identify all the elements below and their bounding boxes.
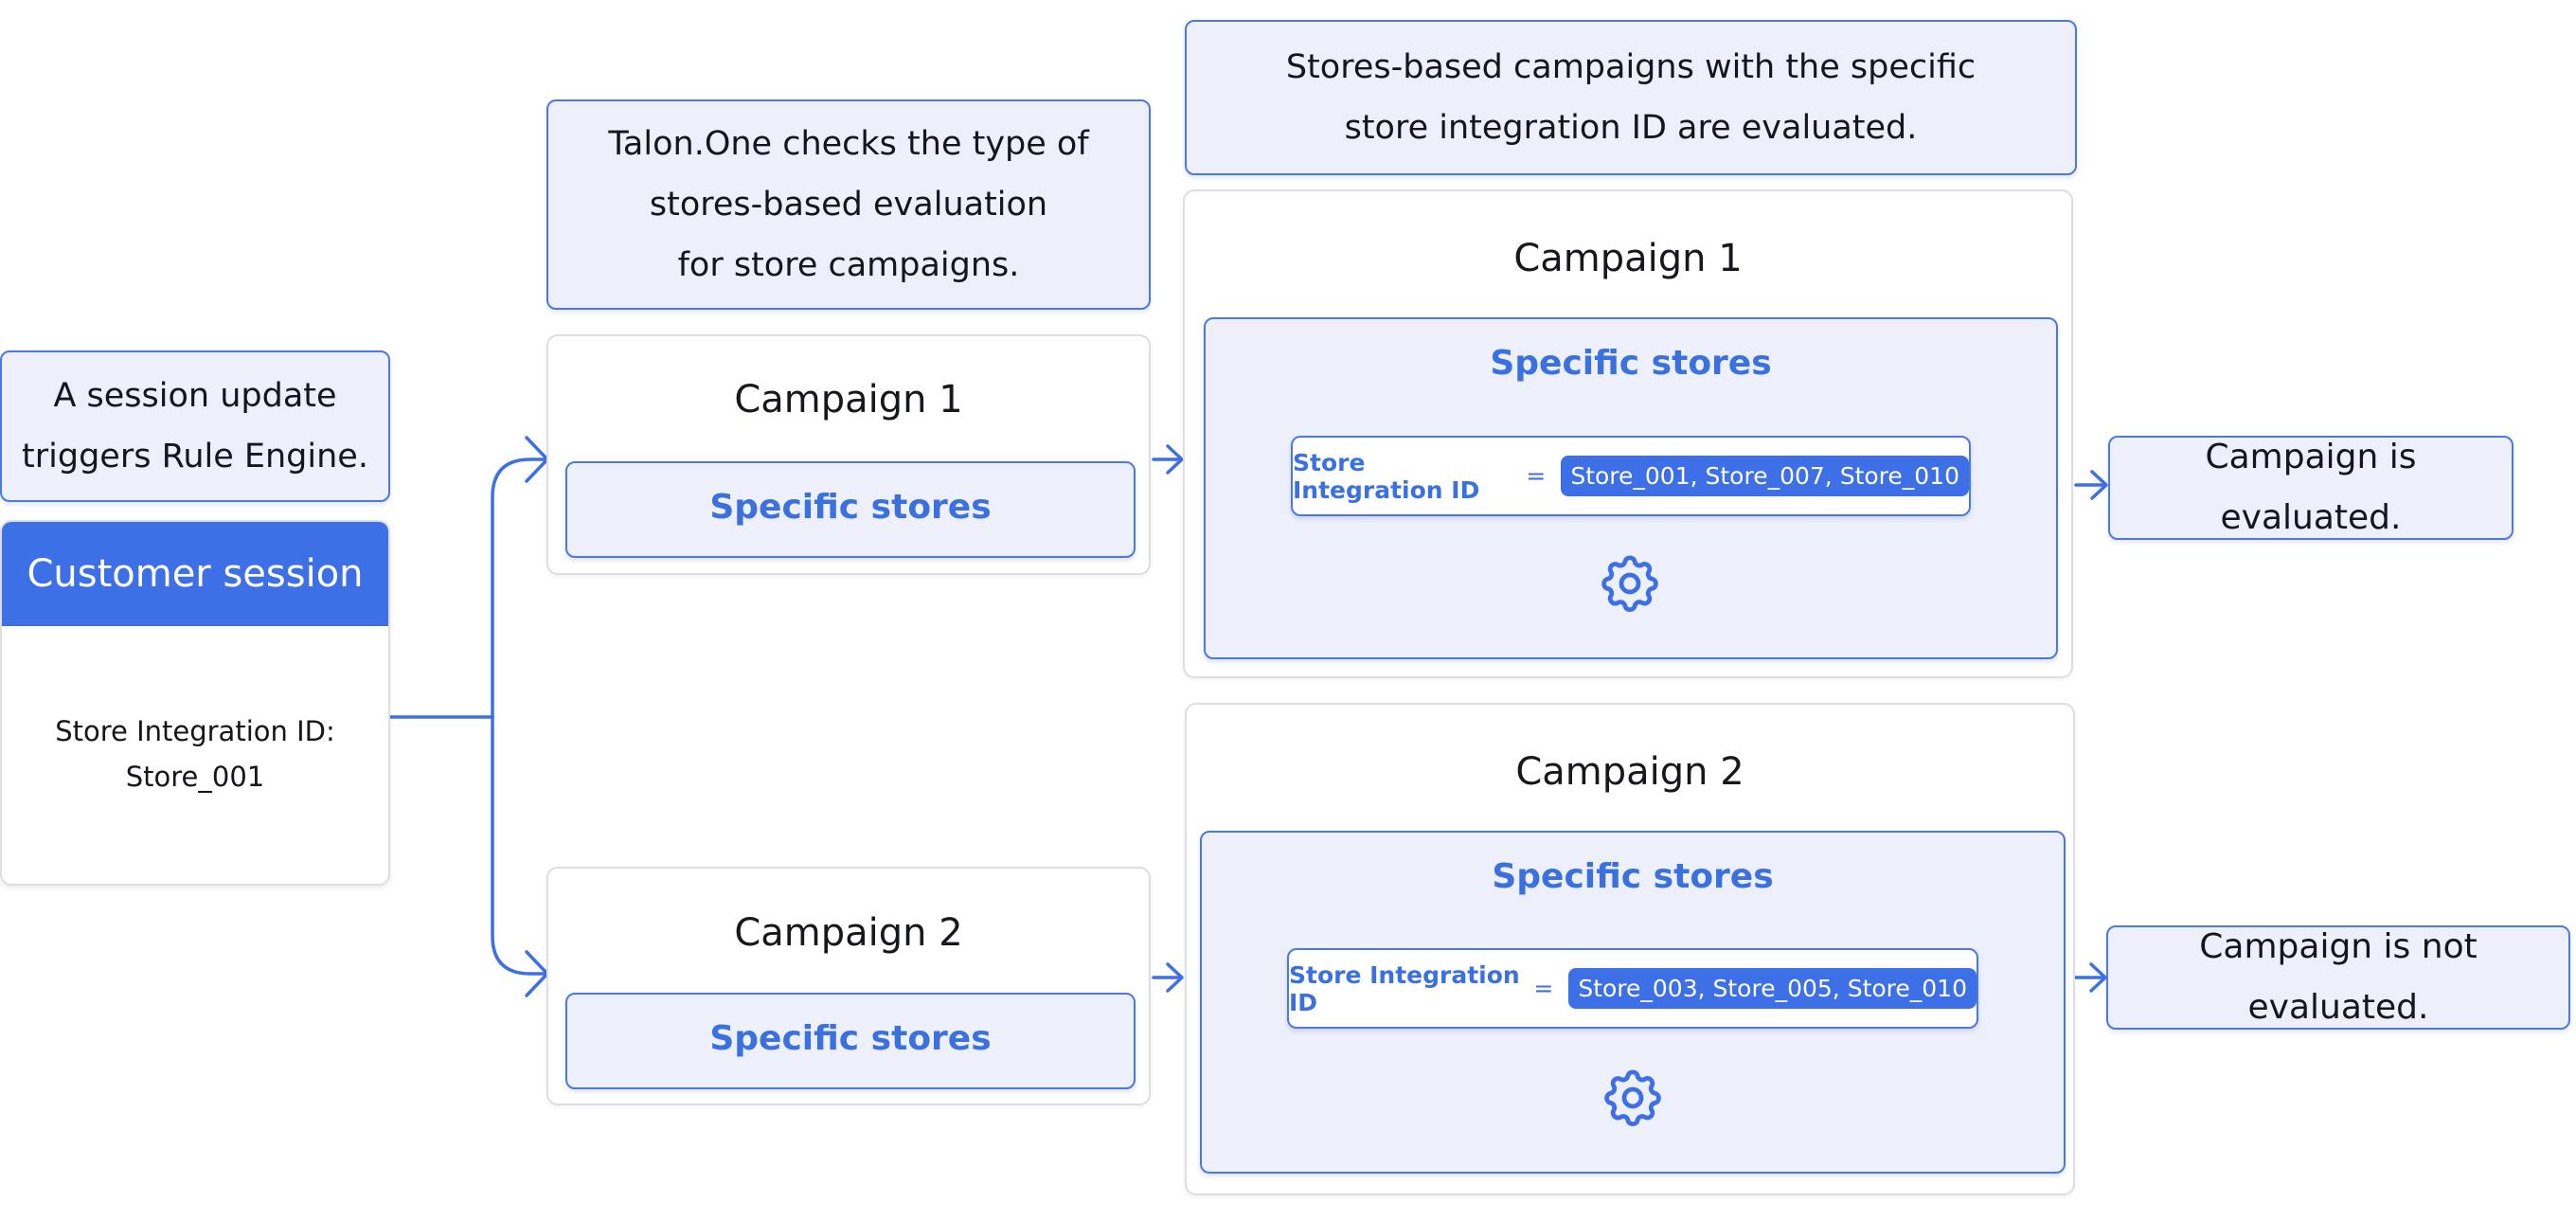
talon-checks-note: Talon.One checks the type of stores-base…: [546, 99, 1151, 310]
branch-down-connector: [491, 715, 546, 976]
note-line: Talon.One checks the type of: [608, 125, 1089, 163]
outcome-text: Campaign is not evaluated.: [2199, 927, 2478, 1027]
specific-stores-label: Specific stores: [709, 488, 992, 527]
note-line: A session update: [53, 377, 337, 415]
specific-stores-panel: Specific stores Store Integration ID = S…: [1204, 317, 2058, 659]
equals-sign: =: [1526, 462, 1547, 490]
outcome1-arrowhead: [2090, 470, 2108, 500]
customer-session-card: Customer session Store Integration ID: S…: [0, 520, 390, 886]
stores-based-note: Stores-based campaigns with the specific…: [1185, 20, 2077, 175]
gear-icon: [1604, 1069, 1661, 1127]
customer-session-header: Customer session: [2, 522, 388, 626]
outcome-evaluated: Campaign is evaluated.: [2108, 436, 2513, 540]
campaign1-arrowhead: [1166, 444, 1184, 475]
campaign-title: Campaign 1: [734, 378, 963, 422]
campaign2-arrowhead: [1166, 962, 1184, 993]
store-integration-id-label: Store Integration ID: [1289, 960, 1520, 1016]
store-integration-id-label: Store Integration ID: [1293, 448, 1480, 504]
note-line: stores-based evaluation: [649, 186, 1048, 224]
store-integration-id-condition: Store Integration ID = Store_001, Store_…: [1291, 436, 1971, 516]
specific-stores-label: Specific stores: [1490, 344, 1772, 383]
customer-session-body: Store Integration ID: Store_001: [2, 709, 388, 799]
specific-stores-box: Specific stores: [565, 993, 1136, 1089]
campaign-title: Campaign 1: [1513, 237, 1743, 280]
specific-stores-label: Specific stores: [709, 1019, 992, 1058]
left-campaign-2-card: Campaign 2 Specific stores: [546, 867, 1151, 1105]
store-ids-chip: Store_003, Store_005, Store_010: [1568, 968, 1977, 1009]
right-campaign-1-card: Campaign 1 Specific stores Store Integra…: [1183, 189, 2073, 678]
campaign-title: Campaign 2: [1515, 750, 1744, 794]
session-update-note: A session update triggers Rule Engine.: [0, 350, 390, 502]
specific-stores-panel: Specific stores Store Integration ID = S…: [1200, 831, 2066, 1174]
gear-icon: [1601, 555, 1658, 613]
outcome-not-evaluated: Campaign is not evaluated.: [2106, 925, 2570, 1030]
store-ids-chip: Store_001, Store_007, Store_010: [1561, 456, 1969, 496]
outcome-text: Campaign is evaluated.: [2205, 438, 2417, 537]
campaign-title: Campaign 2: [734, 911, 963, 955]
note-line: store integration ID are evaluated.: [1344, 109, 1918, 147]
note-line: Stores-based campaigns with the specific: [1285, 48, 1977, 86]
equals-sign: =: [1533, 975, 1554, 1002]
outcome2-arrowhead: [2089, 962, 2107, 993]
right-campaign-2-card: Campaign 2 Specific stores Store Integra…: [1185, 703, 2075, 1195]
note-line: for store campaigns.: [677, 246, 1020, 284]
session-store-id-label: Store Integration ID:: [55, 715, 335, 747]
branch-up-connector: [491, 458, 546, 719]
specific-stores-label: Specific stores: [1492, 857, 1774, 896]
session-store-id-value: Store_001: [125, 761, 265, 793]
left-campaign-1-card: Campaign 1 Specific stores: [546, 334, 1151, 575]
specific-stores-box: Specific stores: [565, 461, 1136, 558]
note-line: triggers Rule Engine.: [22, 438, 368, 475]
store-integration-id-condition: Store Integration ID = Store_003, Store_…: [1287, 948, 1978, 1029]
